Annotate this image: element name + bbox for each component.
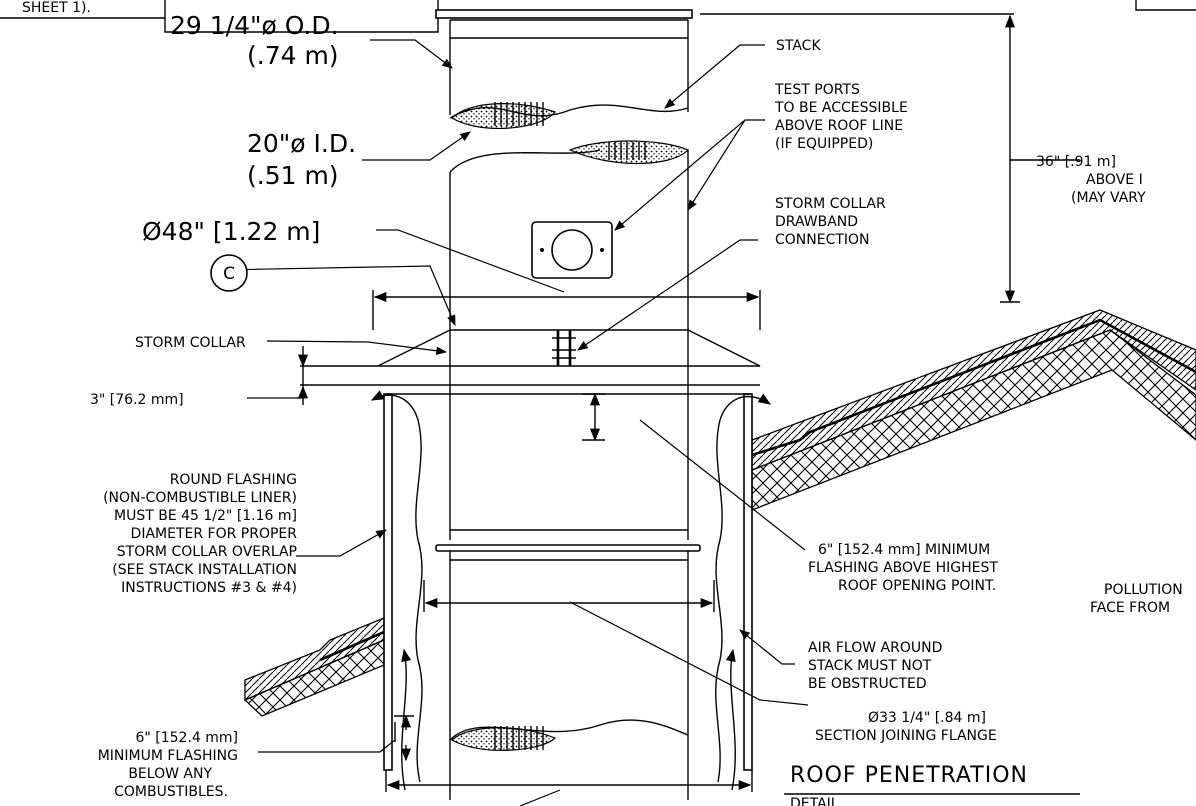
collar-conn-line-2: DRAWBAND (775, 214, 858, 230)
section-flange-line-1: Ø33 1/4" [.84 m] (868, 710, 986, 726)
section-joining-flange (423, 529, 715, 800)
od-dim-m-label: (.74 m) (247, 41, 339, 70)
test-ports-line-1: TEST PORTS (774, 82, 860, 98)
main-stack (449, 140, 690, 540)
section-flange-line-2: SECTION JOINING FLANGE (815, 728, 997, 744)
pollution-line-1: POLLUTION (1104, 582, 1183, 598)
lower-stack-cut (449, 719, 689, 751)
pollution-line-2: FACE FROM (1090, 600, 1170, 616)
storm-collar-label: STORM COLLAR (135, 335, 246, 351)
min-below-line-1: 6" [152.4 mm] (135, 730, 238, 746)
round-flashing-line-1: ROUND FLASHING (170, 472, 297, 488)
test-ports-line-4: (IF EQUIPPED) (775, 136, 873, 152)
corner-note: SHEET 1). (22, 0, 91, 16)
round-flashing-line-6: (SEE STACK INSTALLATION (112, 562, 297, 578)
round-flashing-line-3: MUST BE 45 1/2" [1.16 m] (114, 508, 297, 524)
title-sub: DETAIL (790, 796, 839, 806)
storm-collar (300, 329, 761, 386)
min-below-dimension (394, 714, 414, 762)
flange-dia-label: Ø48" [1.22 m] (142, 217, 320, 246)
round-flashing-line-5: STORM COLLAR OVERLAP (117, 544, 297, 560)
callout-c-label: C (223, 264, 235, 284)
leader-lines (217, 39, 809, 753)
stack-label: STACK (776, 38, 821, 54)
min-above-line-2: FLASHING ABOVE HIGHEST (808, 560, 998, 576)
upper-stack-section (449, 19, 689, 129)
min-above-line-3: ROOF OPENING POINT. (838, 578, 996, 594)
min-below-line-2: MINIMUM FLASHING (98, 748, 238, 764)
od-dim-label: 29 1/4"ø O.D. (170, 11, 339, 40)
air-flow-line-2: STACK MUST NOT (808, 658, 932, 674)
title-block: ROOF PENETRATION DETAIL (784, 763, 1080, 806)
above-roof-line-1: 36" [.91 m] (1036, 154, 1116, 170)
flange-dimension (372, 290, 761, 330)
air-flow-line-3: BE OBSTRUCTED (808, 676, 927, 692)
id-dim-label: 20"ø I.D. (247, 129, 356, 158)
roof-left (243, 617, 385, 717)
round-flashing-line-7: INSTRUCTIONS #3 & #4) (121, 580, 297, 596)
round-flashing (383, 393, 753, 771)
round-flashing-line-2: (NON-COMBUSTIBLE LINER) (103, 490, 297, 506)
gap-dim-label: 3" [76.2 mm] (90, 392, 184, 408)
min-below-line-3: BELOW ANY (128, 766, 212, 782)
id-dim-m-label: (.51 m) (247, 161, 339, 190)
air-flow-line-1: AIR FLOW AROUND (808, 640, 942, 656)
test-ports-line-3: ABOVE ROOF LINE (775, 118, 903, 134)
title-main: ROOF PENETRATION (790, 763, 1028, 788)
bottom-dimension (385, 770, 753, 806)
min-below-line-4: COMBUSTIBLES. (114, 784, 228, 800)
above-roof-line-3: (MAY VARY (1071, 190, 1146, 206)
corner-note-box: SHEET 1). (0, 0, 439, 33)
min-above-dimension (582, 392, 605, 442)
corner-frame-right (1135, 0, 1196, 11)
collar-conn-line-3: CONNECTION (775, 232, 870, 248)
above-roof-line-2: ABOVE I (1086, 172, 1143, 188)
round-flashing-line-4: DIAMETER FOR PROPER (131, 526, 298, 542)
roof-right (751, 309, 1196, 511)
min-above-line-1: 6" [152.4 mm] MINIMUM (818, 542, 990, 558)
collar-conn-line-1: STORM COLLAR (775, 196, 886, 212)
test-port-hole (551, 229, 593, 271)
air-flow-arrows (370, 390, 772, 791)
above-roof-dimension (700, 13, 1080, 304)
callout-c: C (210, 254, 248, 292)
top-cap (435, 9, 693, 19)
test-ports-line-2: TO BE ACCESSIBLE (774, 100, 908, 116)
